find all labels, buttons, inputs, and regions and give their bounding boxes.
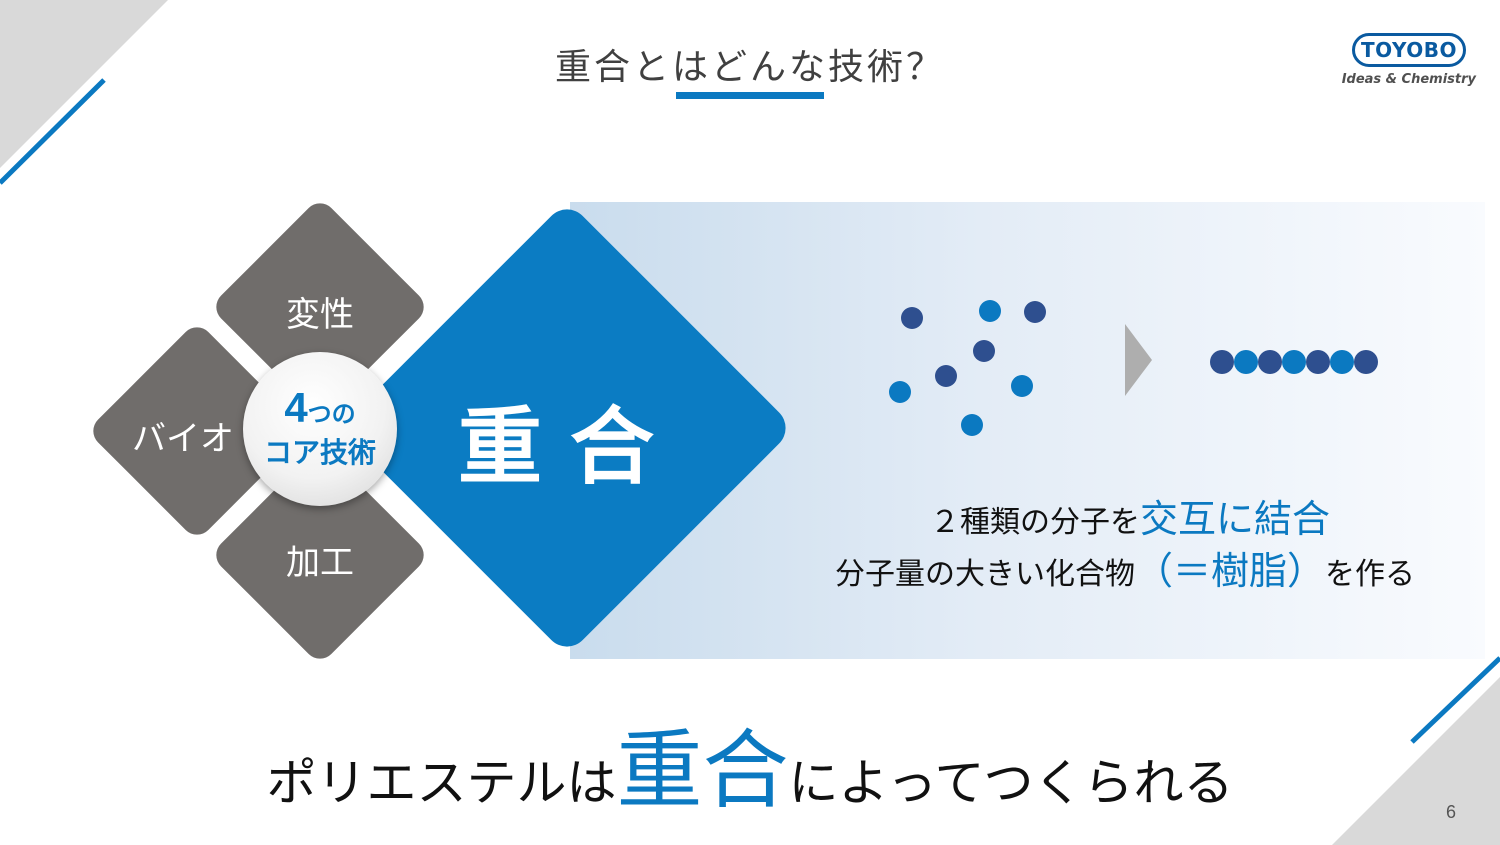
core-line2: コア技術 <box>263 435 376 469</box>
molecules-icon <box>889 300 1046 436</box>
diamond-top-label: 変性 <box>286 295 354 335</box>
description-line2-accent: （＝樹脂） <box>1134 549 1325 593</box>
diamond-left-label: バイオ <box>132 419 234 459</box>
slide-title: 重合とはどんな技術？ <box>554 47 945 88</box>
corner-line-bottom-right <box>1410 656 1500 744</box>
conclusion-suffix: によってつくられる <box>788 754 1234 812</box>
diamond-top <box>216 203 424 411</box>
description-line1: ２種類の分子を交互に結合 <box>850 488 1410 543</box>
arrow-icon <box>1125 324 1152 396</box>
diamond-bottom <box>216 451 424 659</box>
core-number: 4 <box>284 384 308 431</box>
core-circle <box>243 352 397 506</box>
conclusion-prefix: ポリエステルは <box>266 754 617 812</box>
page-number: 6 <box>1445 802 1456 822</box>
diamond-main <box>348 209 786 647</box>
core-suffix: つの <box>307 400 356 428</box>
conclusion-text: ポリエステルは重合によってつくられる <box>0 700 1500 825</box>
title-underline <box>676 92 824 99</box>
description-line1-prefix: ２種類の分子を <box>929 505 1140 540</box>
conclusion-accent: 重合 <box>616 721 789 821</box>
diamond-bottom-label: 加工 <box>286 543 354 583</box>
corner-gray-top-left <box>0 0 168 168</box>
chain-icon <box>1210 350 1378 374</box>
core-label: 4つの コア技術 <box>243 382 397 470</box>
diamond-left <box>93 327 301 535</box>
description-line2: 分子量の大きい化合物（＝樹脂）を作る <box>800 540 1450 595</box>
description-line2-prefix: 分子量の大きい化合物 <box>834 557 1135 592</box>
description-line2-suffix: を作る <box>1325 557 1415 592</box>
toyobo-logo: TOYOBO <box>1352 33 1466 67</box>
description-line1-accent: 交互に結合 <box>1139 497 1330 541</box>
corner-gray-bottom-right <box>1332 677 1500 845</box>
corner-line-top-left <box>0 78 106 185</box>
main-diamond-label: 重合 <box>457 398 682 496</box>
logo-tagline: Ideas & Chemistry <box>1341 72 1476 87</box>
